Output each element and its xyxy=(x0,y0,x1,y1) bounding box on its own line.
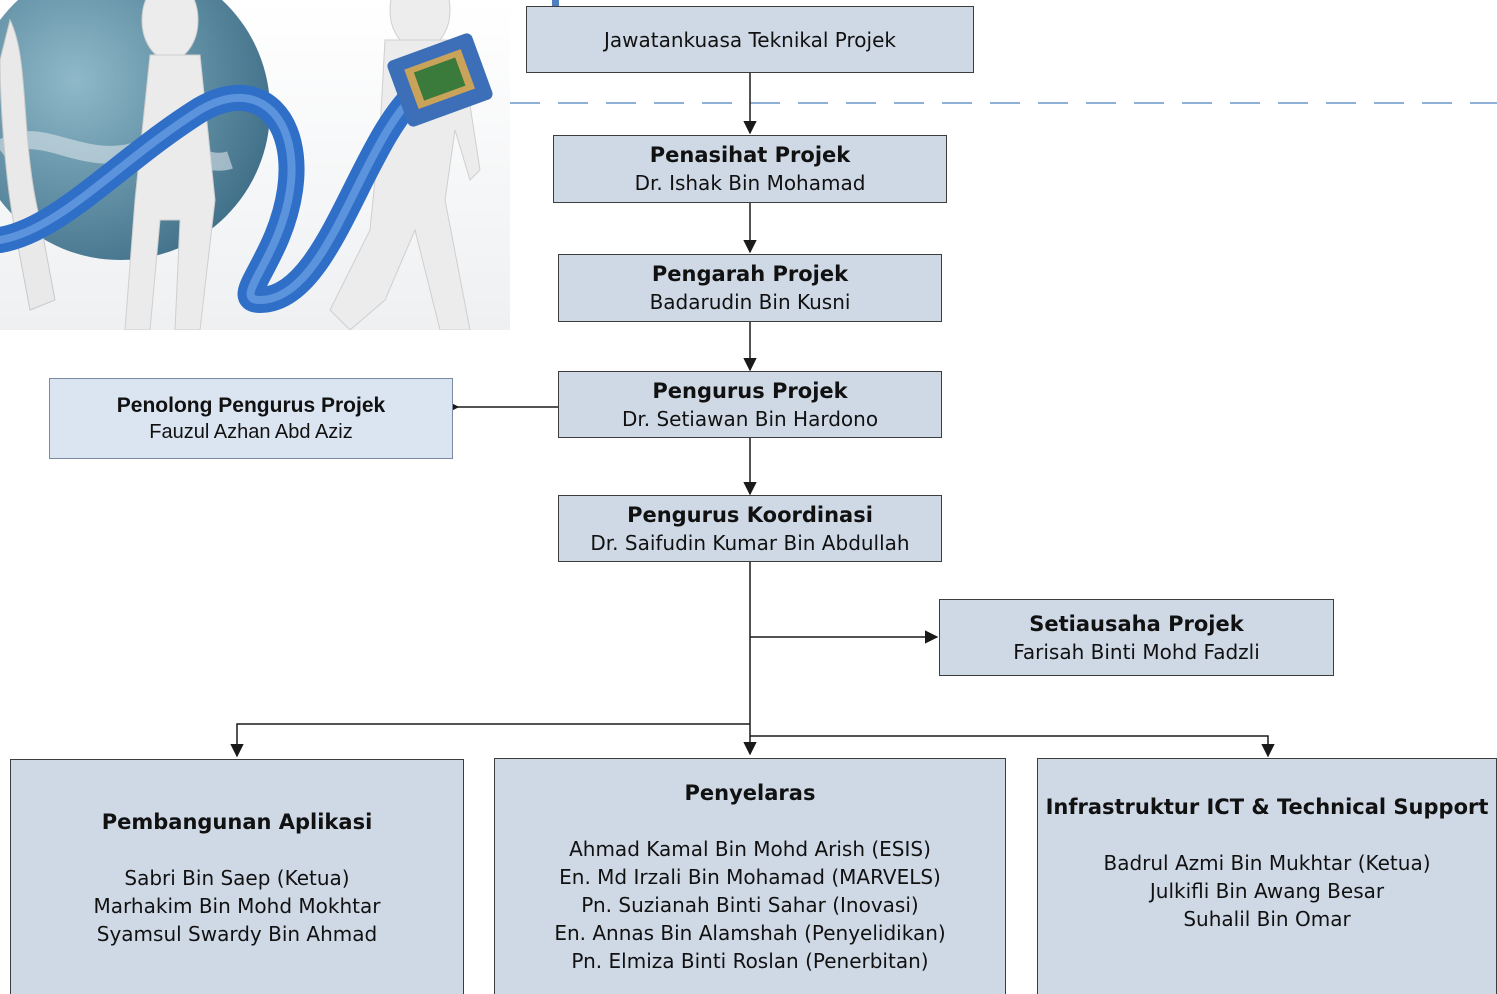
manager-name: Dr. Setiawan Bin Hardono xyxy=(621,406,879,431)
team-title: Pembangunan Aplikasi xyxy=(101,810,373,834)
manager-box: Pengurus Projek Dr. Setiawan Bin Hardono xyxy=(558,371,942,438)
team-member: Suhalil Bin Omar xyxy=(1183,907,1351,931)
advisor-box: Penasihat Projek Dr. Ishak Bin Mohamad xyxy=(553,135,947,203)
assistant-manager-name: Fauzul Azhan Abd Aziz xyxy=(149,420,353,443)
secretary-title: Setiausaha Projek xyxy=(1029,611,1244,636)
technical-committee-label: Jawatankuasa Teknikal Projek xyxy=(604,27,896,52)
team-member: Marhakim Bin Mohd Mokhtar xyxy=(93,894,381,918)
advisor-title: Penasihat Projek xyxy=(649,143,851,167)
coordinator-title: Pengurus Koordinasi xyxy=(627,502,873,527)
assistant-manager-box: Penolong Pengurus Projek Fauzul Azhan Ab… xyxy=(49,378,453,459)
team-title: Penyelaras xyxy=(684,781,816,805)
director-title: Pengarah Projek xyxy=(651,262,849,286)
director-name: Badarudin Bin Kusni xyxy=(649,290,851,314)
team-member: En. Md Irzali Bin Mohamad (MARVELS) xyxy=(559,865,941,889)
team-member: Syamsul Swardy Bin Ahmad xyxy=(96,922,378,946)
manager-title: Pengurus Projek xyxy=(652,378,848,403)
team-application-development-box: Pembangunan Aplikasi Sabri Bin Saep (Ket… xyxy=(10,759,464,994)
assistant-manager-title: Penolong Pengurus Projek xyxy=(116,393,386,417)
coordinator-box: Pengurus Koordinasi Dr. Saifudin Kumar B… xyxy=(558,495,942,562)
coordinator-name: Dr. Saifudin Kumar Bin Abdullah xyxy=(590,530,910,555)
director-box: Pengarah Projek Badarudin Bin Kusni xyxy=(558,254,942,322)
secretary-name: Farisah Binti Mohd Fadzli xyxy=(1013,639,1260,664)
secretary-box: Setiausaha Projek Farisah Binti Mohd Fad… xyxy=(939,599,1334,676)
accent-bar xyxy=(552,0,559,6)
team-member: En. Annas Bin Alamshah (Penyelidikan) xyxy=(554,921,946,945)
team-coordinators-box: Penyelaras Ahmad Kamal Bin Mohd Arish (E… xyxy=(494,758,1006,994)
network-cable-illustration xyxy=(0,0,510,330)
team-title: Infrastruktur ICT & Technical Support xyxy=(1045,795,1489,819)
team-member: Pn. Elmiza Binti Roslan (Penerbitan) xyxy=(571,949,929,973)
team-member: Sabri Bin Saep (Ketua) xyxy=(124,866,350,890)
team-member: Ahmad Kamal Bin Mohd Arish (ESIS) xyxy=(569,837,931,861)
technical-committee-box: Jawatankuasa Teknikal Projek xyxy=(526,6,974,73)
team-member: Julkifli Bin Awang Besar xyxy=(1149,879,1385,903)
team-ict-infrastructure-box: Infrastruktur ICT & Technical Support Ba… xyxy=(1037,758,1497,994)
network-plug-icon xyxy=(387,33,493,127)
team-member: Pn. Suzianah Binti Sahar (Inovasi) xyxy=(581,893,919,917)
advisor-name: Dr. Ishak Bin Mohamad xyxy=(634,171,866,195)
team-member: Badrul Azmi Bin Mukhtar (Ketua) xyxy=(1103,851,1431,875)
